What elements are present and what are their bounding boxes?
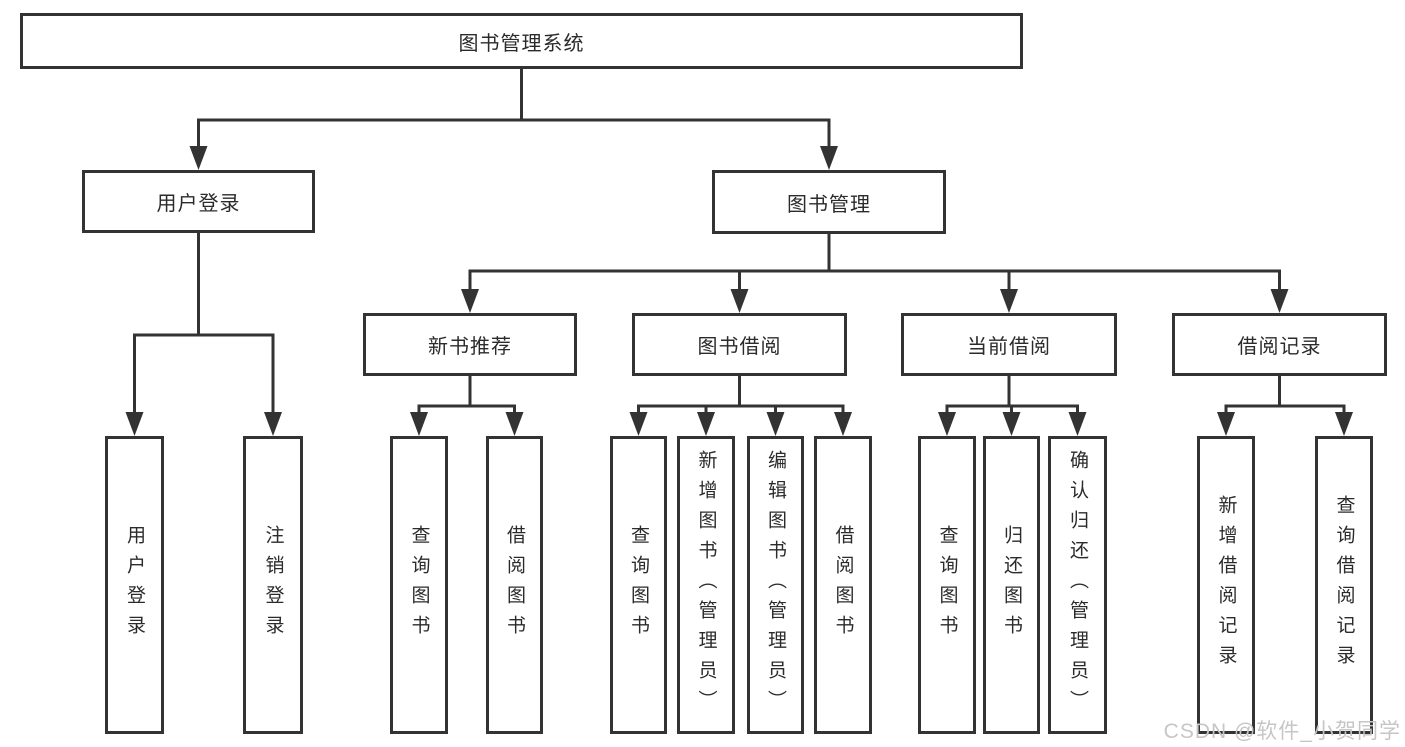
node-label: 新增借阅记录 — [1215, 495, 1237, 675]
node-book-borrowing: 图书借阅 — [632, 313, 847, 376]
node-current-borrowing: 当前借阅 — [901, 313, 1117, 376]
leaf-borrow-books-recommend: 借阅图书 — [486, 436, 543, 734]
leaf-add-books-admin: 新增图书（管理员） — [677, 436, 735, 734]
leaf-query-books-borrowing: 查询图书 — [610, 436, 667, 734]
leaf-query-books-recommend: 查询图书 — [390, 436, 448, 734]
connector-book-borrowing — [637, 376, 845, 414]
node-new-book-recommendation: 新书推荐 — [363, 313, 577, 376]
node-label: 图书管理系统 — [458, 32, 585, 55]
leaf-query-borrow-record: 查询借阅记录 — [1315, 436, 1373, 734]
leaf-user-login: 用户登录 — [105, 436, 164, 734]
node-borrowing-records: 借阅记录 — [1172, 313, 1387, 376]
watermark-text: CSDN @软件_小贺同学 — [1163, 720, 1401, 743]
connector-current-borrowing — [945, 376, 1079, 414]
node-label: 查询图书 — [936, 525, 958, 645]
leaf-query-books-current: 查询图书 — [918, 436, 976, 734]
node-label: 借阅记录 — [1237, 336, 1322, 358]
connector-root — [197, 69, 831, 148]
leaf-add-borrow-record: 新增借阅记录 — [1197, 436, 1255, 734]
leaf-edit-books-admin: 编辑图书（管理员） — [747, 436, 804, 734]
node-label: 当前借阅 — [967, 336, 1051, 358]
connector-new-book-recommendation — [417, 376, 516, 414]
connector-book-borrowing-arrowheads — [629, 412, 852, 436]
node-root: 图书管理系统 — [20, 13, 1023, 69]
leaf-borrow-books-borrowing: 借阅图书 — [814, 436, 872, 734]
node-label: 查询图书 — [628, 525, 649, 645]
leaf-logout: 注销登录 — [243, 436, 303, 734]
node-label: 新增图书（管理员） — [695, 450, 717, 720]
node-label: 图书管理 — [787, 193, 871, 216]
node-label: 确认归还（管理员） — [1067, 450, 1088, 720]
connector-current-borrowing-arrowheads — [938, 412, 1087, 436]
node-label: 借阅图书 — [504, 525, 525, 645]
leaf-return-books: 归还图书 — [983, 436, 1040, 734]
connector-new-book-recommendation-arrowheads — [410, 412, 524, 436]
node-label: 查询图书 — [408, 525, 430, 645]
connector-book-management — [468, 234, 1281, 291]
node-user-login: 用户登录 — [82, 170, 315, 233]
connector-user-login — [133, 233, 275, 414]
node-label: 编辑图书（管理员） — [765, 450, 786, 720]
node-book-management: 图书管理 — [712, 170, 946, 234]
node-label: 用户登录 — [124, 525, 145, 645]
node-label: 新书推荐 — [428, 336, 512, 358]
node-label: 注销登录 — [262, 525, 284, 645]
connector-root-arrowheads — [189, 146, 838, 170]
node-label: 图书借阅 — [697, 336, 782, 358]
connector-user-login-arrowheads — [125, 412, 282, 436]
leaf-confirm-return-admin: 确认归还（管理员） — [1048, 436, 1107, 734]
node-label: 用户登录 — [156, 193, 241, 215]
connector-book-management-arrowheads — [461, 289, 1289, 313]
node-label: 归还图书 — [1001, 525, 1022, 645]
node-label: 查询借阅记录 — [1333, 495, 1355, 675]
connector-borrowing-records-arrowheads — [1217, 412, 1353, 436]
node-label: 借阅图书 — [832, 525, 854, 645]
connector-borrowing-records — [1224, 376, 1346, 414]
